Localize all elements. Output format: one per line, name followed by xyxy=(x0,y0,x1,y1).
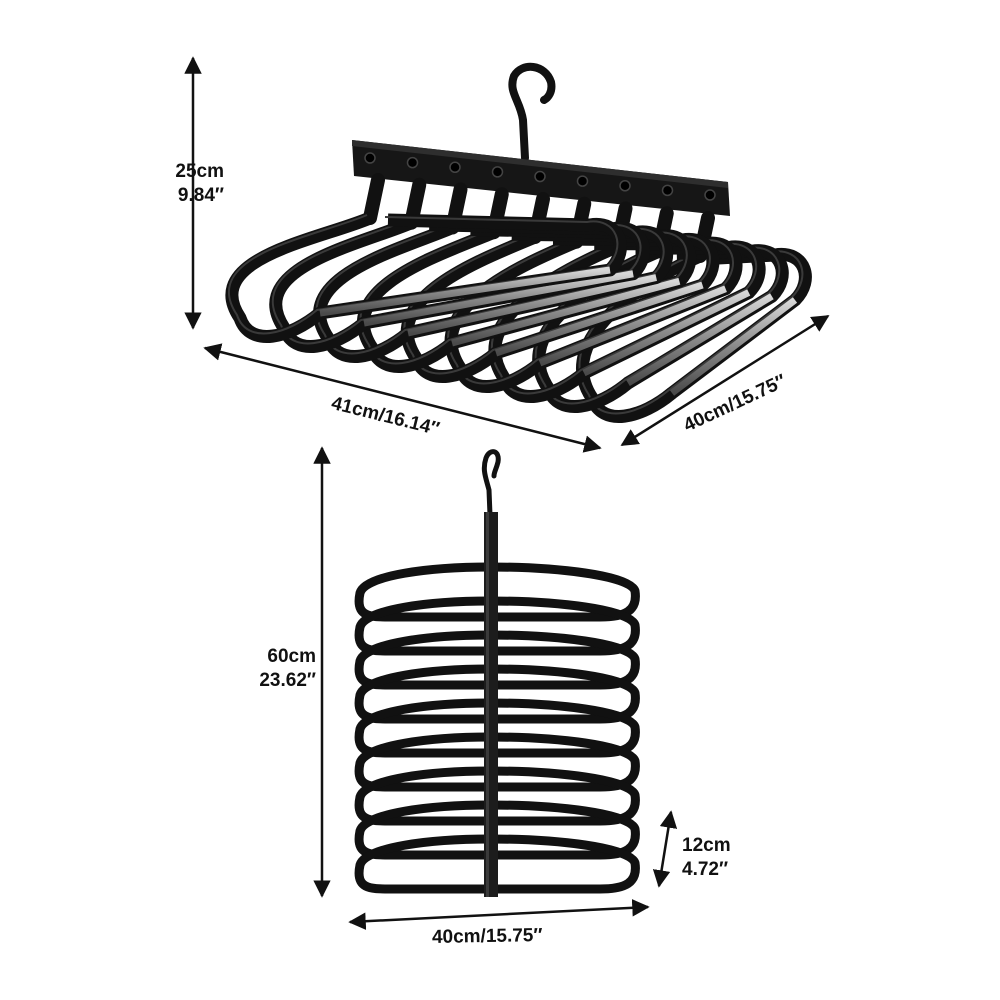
bar-bolt xyxy=(364,152,376,164)
spacing-label: 12cm 4.72″ xyxy=(682,834,731,882)
bar-bolt xyxy=(449,161,461,173)
bar-bolt xyxy=(661,184,674,197)
bottom-width-arrow xyxy=(348,899,650,930)
bottom-hook xyxy=(481,449,501,518)
vertical-spine xyxy=(484,512,498,897)
hanger-rod xyxy=(451,277,681,347)
hanger-highlight xyxy=(227,214,619,335)
hanger-highlight xyxy=(271,218,642,345)
bar-bolt xyxy=(534,170,546,183)
angled-hanger-view xyxy=(225,63,812,423)
top-height-label: 25cm 9.84″ xyxy=(150,160,224,208)
spacing-arrow xyxy=(652,810,678,888)
hanger-rod xyxy=(494,281,704,357)
top-hook xyxy=(508,63,556,162)
spacing-inch: 4.72″ xyxy=(682,859,729,880)
angled-hanger xyxy=(225,173,627,343)
hanger-rod xyxy=(407,274,658,337)
bar-bolt xyxy=(491,166,504,178)
bar-bolt xyxy=(576,175,589,187)
top-height-inch: 9.84″ xyxy=(177,185,224,206)
top-height-cm: 25cm xyxy=(175,161,224,182)
hanger-neck xyxy=(363,173,385,225)
hanger-frame xyxy=(225,212,627,343)
bottom-width-label: 40cm/15.75″ xyxy=(431,925,543,948)
bar-bolt xyxy=(406,156,419,169)
hanger-rod xyxy=(319,266,611,317)
bar-bolt xyxy=(704,189,716,201)
hanger-rod xyxy=(363,270,634,327)
bottom-height-cm: 60cm xyxy=(267,646,316,667)
top-depth-arrow xyxy=(620,314,830,447)
bottom-height-label: 60cm 23.62″ xyxy=(240,645,316,693)
bottom-height-inch: 23.62″ xyxy=(259,670,316,691)
spacing-cm: 12cm xyxy=(682,835,731,856)
bar-bolt xyxy=(619,180,631,192)
top-width-arrow xyxy=(203,343,602,453)
vertical-hanger-view xyxy=(354,449,640,897)
